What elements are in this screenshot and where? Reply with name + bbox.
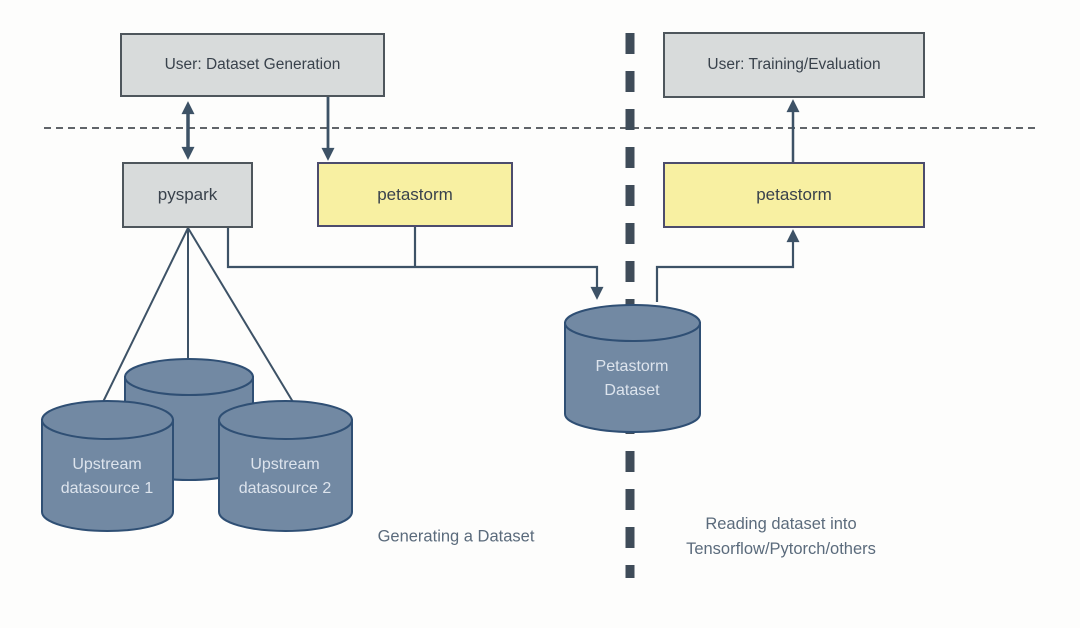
upstream-datasource-2-label: Upstream datasource 2 bbox=[238, 456, 332, 497]
connector-dataset-to-read bbox=[655, 229, 800, 302]
node-petastorm-read: petastorm bbox=[663, 162, 925, 228]
node-petastorm-generate: petastorm bbox=[317, 162, 513, 227]
petastorm-dataset-label: Petastorm Dataset bbox=[595, 358, 669, 399]
node-user-training-evaluation-label: User: Training/Evaluation bbox=[707, 56, 881, 73]
node-user-dataset-generation: User: Dataset Generation bbox=[120, 33, 385, 97]
node-petastorm-read-label: petastorm bbox=[756, 185, 832, 204]
line-pyspark-to-upstream1 bbox=[102, 227, 189, 403]
caption-reading-dataset: Reading dataset into Tensorflow/Pytorch/… bbox=[686, 515, 876, 558]
node-user-training-evaluation: User: Training/Evaluation bbox=[663, 32, 925, 98]
upstream-datasource-1-cylinder bbox=[41, 400, 174, 532]
connector-generate-to-dataset bbox=[226, 228, 604, 300]
node-user-dataset-generation-label: User: Dataset Generation bbox=[164, 56, 341, 73]
node-pyspark: pyspark bbox=[122, 162, 253, 228]
upstream-datasource-1-label: Upstream datasource 1 bbox=[60, 456, 154, 497]
petastorm-dataset-cylinder bbox=[564, 304, 701, 433]
node-pyspark-label: pyspark bbox=[157, 185, 218, 204]
line-pyspark-to-upstream2 bbox=[187, 227, 294, 403]
caption-generating-dataset: Generating a Dataset bbox=[377, 527, 535, 546]
upstream-datasource-2-cylinder bbox=[218, 400, 353, 532]
node-petastorm-generate-label: petastorm bbox=[377, 184, 453, 204]
